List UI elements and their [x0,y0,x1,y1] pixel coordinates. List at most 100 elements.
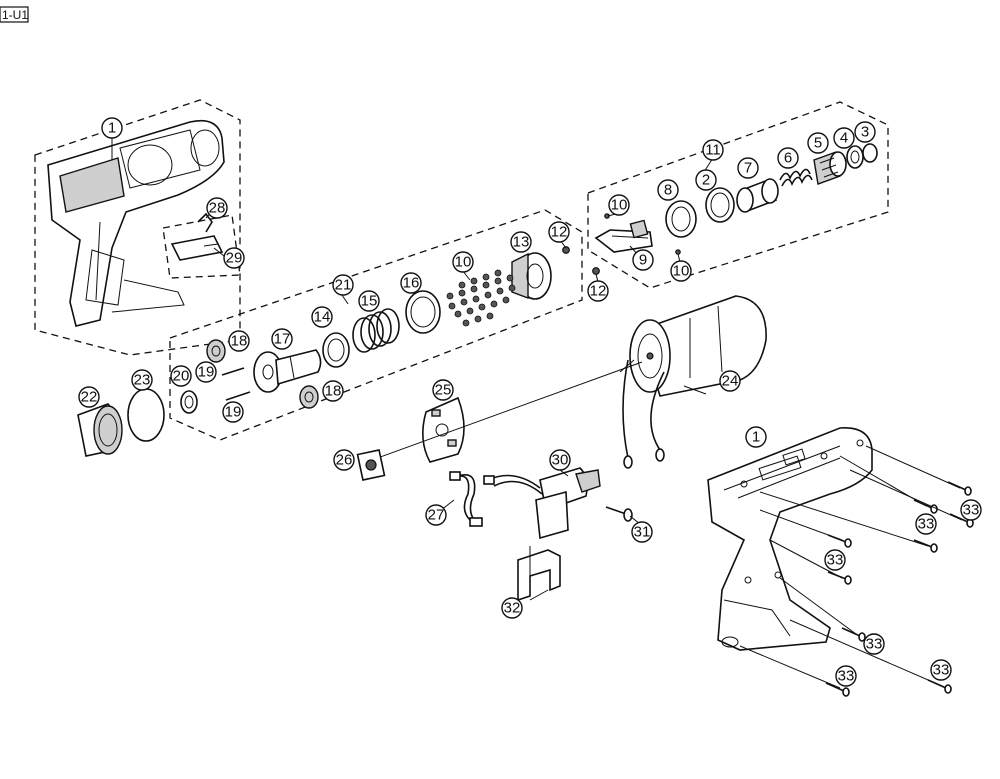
callout-2: 2 [695,169,717,191]
callout-label: 15 [361,293,378,310]
part-16-ring [405,290,441,334]
callout-33-c: 33 [824,549,846,571]
callout-label: 7 [744,160,752,177]
callout-31: 31 [631,521,653,543]
part-12-ball-b [592,267,600,275]
callout-1-left: 1 [101,117,123,139]
callout-label: 24 [722,373,739,390]
callout-label: 30 [552,452,569,469]
callout-12-lower: 12 [587,280,609,302]
group-box-spindle-assembly [587,101,889,289]
part-25-brush-holder [422,396,465,463]
callout-label: 8 [664,182,672,199]
part-28-spring [197,212,213,233]
group-box-gear-assembly [169,209,583,441]
callout-label: 9 [639,252,647,269]
callout-20: 20 [170,365,192,387]
part-10-ball-grid [446,269,516,327]
leader-25-motor [371,361,643,461]
callout-14: 14 [311,306,333,328]
callout-33-e: 33 [930,659,952,681]
callout-3: 3 [854,121,876,143]
part-9-shaft [594,219,653,253]
callout-label: 1 [108,120,116,137]
part-2-ring [705,187,735,223]
part-15-spring [352,308,400,353]
part-30-switch [483,467,601,540]
callout-label: 33 [866,636,883,653]
callout-label: 19 [198,364,215,381]
part-22-front-cap [77,403,123,457]
callout-label: 19 [225,404,242,421]
part-10-ball-b [675,249,681,255]
callout-27: 27 [425,504,447,526]
part-3-snap-ring [862,143,878,163]
callout-4: 4 [833,127,855,149]
housing-right-half [707,427,873,651]
part-31-screw [605,506,633,522]
callout-label: 6 [784,150,792,167]
part-33-screws [739,445,974,697]
callout-label: 20 [173,368,190,385]
callout-17: 17 [271,328,293,350]
callout-26: 26 [333,449,355,471]
callout-label: 2 [702,172,710,189]
part-29-lever [170,235,224,261]
callout-33-f: 33 [835,665,857,687]
part-20-washer [180,390,198,414]
callout-15: 15 [358,290,380,312]
callout-label: 11 [705,142,721,159]
callout-23: 23 [131,369,153,391]
part-13-ring-gear [511,252,552,300]
part-7-sleeve [736,178,779,213]
callout-label: 33 [827,552,844,569]
figure-code-text: 1-U1 [2,8,28,22]
callout-1-right: 1 [745,426,767,448]
callout-label: 10 [673,263,690,280]
part-32-bracket [517,549,561,602]
callout-label: 12 [551,224,568,241]
callout-label: 33 [933,662,950,679]
callout-label: 18 [325,383,342,400]
callout-12-upper: 12 [548,221,570,243]
callout-25: 25 [432,379,454,401]
callout-label: 33 [918,516,935,533]
part-23-ring [127,388,165,442]
callout-label: 23 [134,372,151,389]
callout-30: 30 [549,449,571,471]
group-box-switch-lever [162,214,241,279]
callout-label: 10 [611,197,628,214]
part-14-washer [322,332,350,368]
callout-label: 14 [314,309,331,326]
part-5-spindle [813,151,847,185]
callout-16: 16 [400,272,422,294]
part-19-pin-lower [225,391,251,401]
callout-label: 21 [335,277,352,294]
callout-label: 28 [209,200,226,217]
callout-label: 12 [590,283,607,300]
callout-28: 28 [206,197,228,219]
part-26-cap [356,449,386,481]
callout-label: 22 [81,389,98,406]
part-18-gear-lower [299,385,319,409]
part-12-ball-a [562,246,570,254]
callout-33-d: 33 [863,633,885,655]
callout-18-lower: 18 [322,380,344,402]
callout-label: 26 [336,452,353,469]
callout-9: 9 [632,249,654,271]
callout-label: 17 [274,331,291,348]
callout-label: 16 [403,275,420,292]
callout-19-lower: 19 [222,401,244,423]
callout-7: 7 [737,157,759,179]
callout-11: 11 [702,139,724,161]
part-6-spring [779,168,813,187]
callout-10-grid: 10 [452,251,474,273]
callout-32: 32 [501,597,523,619]
callout-21: 21 [332,274,354,296]
callout-29: 29 [223,247,245,269]
callout-10-lower: 10 [670,260,692,282]
callout-label: 10 [455,254,472,271]
callout-label: 33 [963,502,980,519]
callout-label: 29 [226,250,243,267]
